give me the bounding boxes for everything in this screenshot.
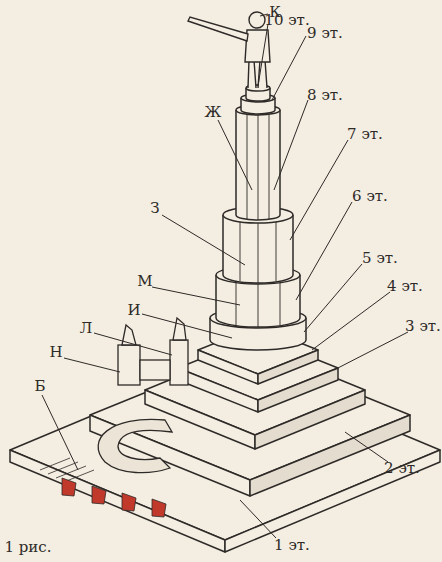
step [48, 462, 78, 474]
callout-label: Л [80, 319, 93, 337]
callout-label: 6 эт. [352, 187, 388, 205]
leader-line [94, 333, 172, 355]
tier-side [198, 350, 258, 384]
pilaster [269, 114, 270, 219]
flag [62, 478, 76, 496]
stylobate [10, 326, 440, 552]
leader-line [142, 314, 232, 338]
callout-label: М [137, 272, 152, 290]
statue [188, 12, 270, 88]
leader-line [152, 287, 240, 305]
tier-side [258, 350, 318, 384]
callout-label: Н [49, 343, 62, 361]
callout-label: 1 рис. [4, 538, 51, 556]
callout-label: 8 эт. [307, 86, 343, 104]
leader-line [162, 215, 245, 265]
leader-line [272, 36, 306, 100]
pilaster [280, 283, 281, 325]
flag [122, 493, 136, 511]
callout-label: З [150, 199, 159, 217]
statue-legs [248, 60, 267, 88]
cylinder-8 [236, 110, 280, 220]
flag [92, 486, 106, 504]
callout-label: 5 эт. [362, 249, 398, 267]
pilaster [258, 115, 259, 220]
pilaster [240, 222, 241, 281]
leader-lines [42, 14, 408, 538]
pilaster [247, 114, 248, 219]
callout-label: И [127, 301, 140, 319]
callout-label: Ж [205, 103, 222, 121]
callout-label: Б [34, 377, 45, 395]
leader-line [258, 24, 268, 86]
stairs [40, 458, 94, 482]
figure [173, 318, 186, 340]
pilaster [258, 284, 259, 327]
leader-line [64, 358, 120, 372]
pylon [170, 340, 188, 385]
leader-line [42, 395, 78, 470]
leader-line [312, 292, 390, 350]
step [56, 466, 86, 478]
pylon [118, 345, 140, 385]
flag [152, 499, 166, 517]
callout-label: 7 эт. [347, 125, 383, 143]
callout-label: 3 эт. [405, 317, 441, 335]
callout-label: 10 эт. [264, 11, 309, 29]
callout-label: 2 эт. [384, 459, 420, 477]
flags [62, 478, 166, 517]
leader-line [304, 264, 362, 332]
tower [210, 85, 306, 350]
step [40, 458, 70, 470]
leader-line [240, 500, 276, 538]
leader-line [218, 120, 252, 190]
pilasters [236, 114, 280, 327]
pilaster [258, 223, 259, 283]
portal [140, 360, 170, 380]
leader-line [334, 332, 408, 370]
pilaster [276, 222, 277, 281]
statue-head [249, 12, 265, 28]
callout-label: 9 эт. [307, 24, 343, 42]
statue-arm [188, 17, 248, 41]
callout-label: 1 эт. [274, 536, 310, 554]
forecourt [98, 419, 172, 472]
sculpture-group [118, 318, 188, 385]
callout-label: 4 эт. [387, 277, 423, 295]
leader-line [274, 100, 308, 190]
leader-line [345, 432, 388, 462]
cylinder-7 [223, 215, 293, 283]
